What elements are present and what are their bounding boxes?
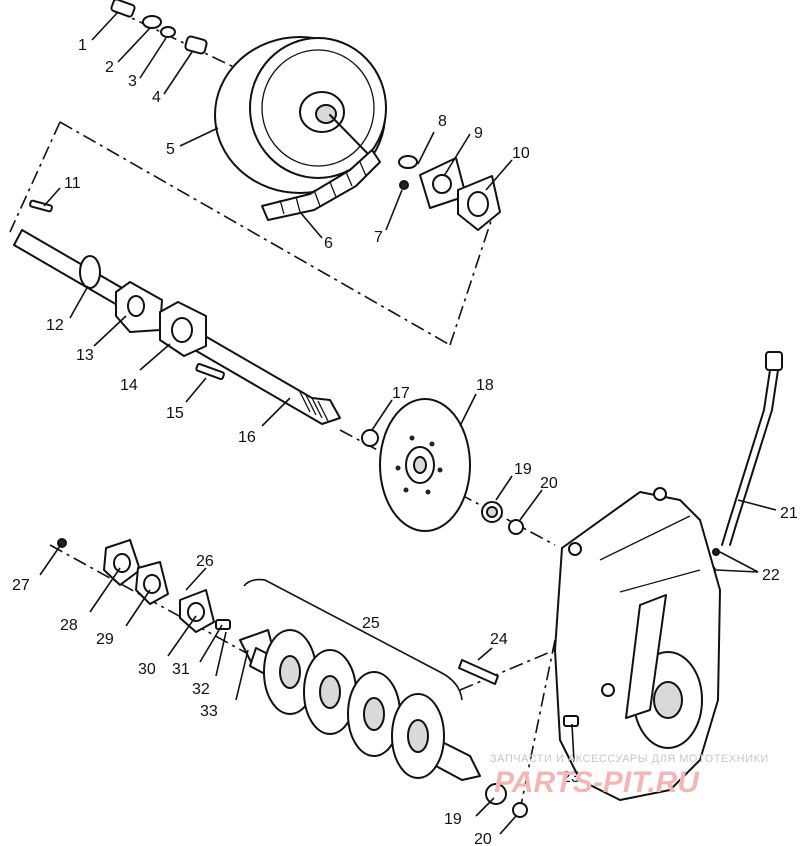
callout-8: 8 bbox=[438, 113, 447, 130]
brake-disc-group bbox=[361, 398, 524, 535]
callout-17: 17 bbox=[392, 385, 410, 402]
callout-19b: 19 bbox=[444, 811, 462, 828]
callout-33: 33 bbox=[200, 703, 218, 720]
callout-32: 32 bbox=[192, 681, 210, 698]
callout-12: 12 bbox=[46, 317, 64, 334]
callout-15: 15 bbox=[166, 405, 184, 422]
bolt-washer-stack bbox=[110, 0, 208, 55]
callout-23: 23 bbox=[562, 769, 580, 786]
callout-13: 13 bbox=[76, 347, 94, 364]
callout-2: 2 bbox=[105, 59, 114, 76]
drive-shaft-bearing-group bbox=[57, 538, 277, 669]
watermark: ЗАПЧАСТИ И АКСЕССУАРЫ ДЛЯ МОТОТЕХНИКИ PA… bbox=[490, 753, 769, 799]
watermark-caption: ЗАПЧАСТИ И АКСЕССУАРЫ ДЛЯ МОТОТЕХНИКИ bbox=[490, 753, 769, 765]
callout-1: 1 bbox=[78, 37, 87, 54]
callout-29: 29 bbox=[96, 631, 114, 648]
callout-21: 21 bbox=[780, 505, 798, 522]
callout-26: 26 bbox=[196, 553, 214, 570]
callout-18: 18 bbox=[476, 377, 494, 394]
callout-numbers: 1 2 3 4 5 6 7 8 9 10 11 12 13 14 15 16 1… bbox=[12, 37, 798, 846]
drive-shaft-sprockets bbox=[249, 629, 528, 818]
callout-3: 3 bbox=[128, 73, 137, 90]
callout-27: 27 bbox=[12, 577, 30, 594]
bearing-flange-group bbox=[398, 155, 501, 231]
jackshaft-assembly bbox=[13, 199, 341, 425]
callout-4: 4 bbox=[152, 89, 161, 106]
watermark-brand: PARTS-PIT.RU bbox=[494, 766, 700, 799]
callout-20b: 20 bbox=[474, 831, 492, 846]
callout-5: 5 bbox=[166, 141, 175, 158]
callout-9: 9 bbox=[474, 125, 483, 142]
callout-16: 16 bbox=[238, 429, 256, 446]
callout-11: 11 bbox=[64, 175, 81, 192]
driven-pulley bbox=[214, 36, 387, 194]
callout-22: 22 bbox=[762, 567, 780, 584]
callout-10: 10 bbox=[512, 145, 530, 162]
drive-chain bbox=[261, 149, 381, 221]
callout-30: 30 bbox=[138, 661, 156, 678]
leader-lines bbox=[39, 11, 777, 835]
callout-25: 25 bbox=[362, 615, 380, 632]
callout-19a: 19 bbox=[514, 461, 532, 478]
dipstick bbox=[708, 351, 783, 574]
part-25-brace bbox=[243, 578, 463, 701]
callout-14: 14 bbox=[120, 377, 138, 394]
housing-bolts bbox=[458, 659, 579, 727]
callout-20a: 20 bbox=[540, 475, 558, 492]
callout-31: 31 bbox=[172, 661, 190, 678]
callout-24: 24 bbox=[490, 631, 508, 648]
callout-6: 6 bbox=[324, 235, 333, 252]
callout-28: 28 bbox=[60, 617, 78, 634]
chaincase-housing bbox=[554, 487, 721, 801]
callout-7: 7 bbox=[374, 229, 383, 246]
